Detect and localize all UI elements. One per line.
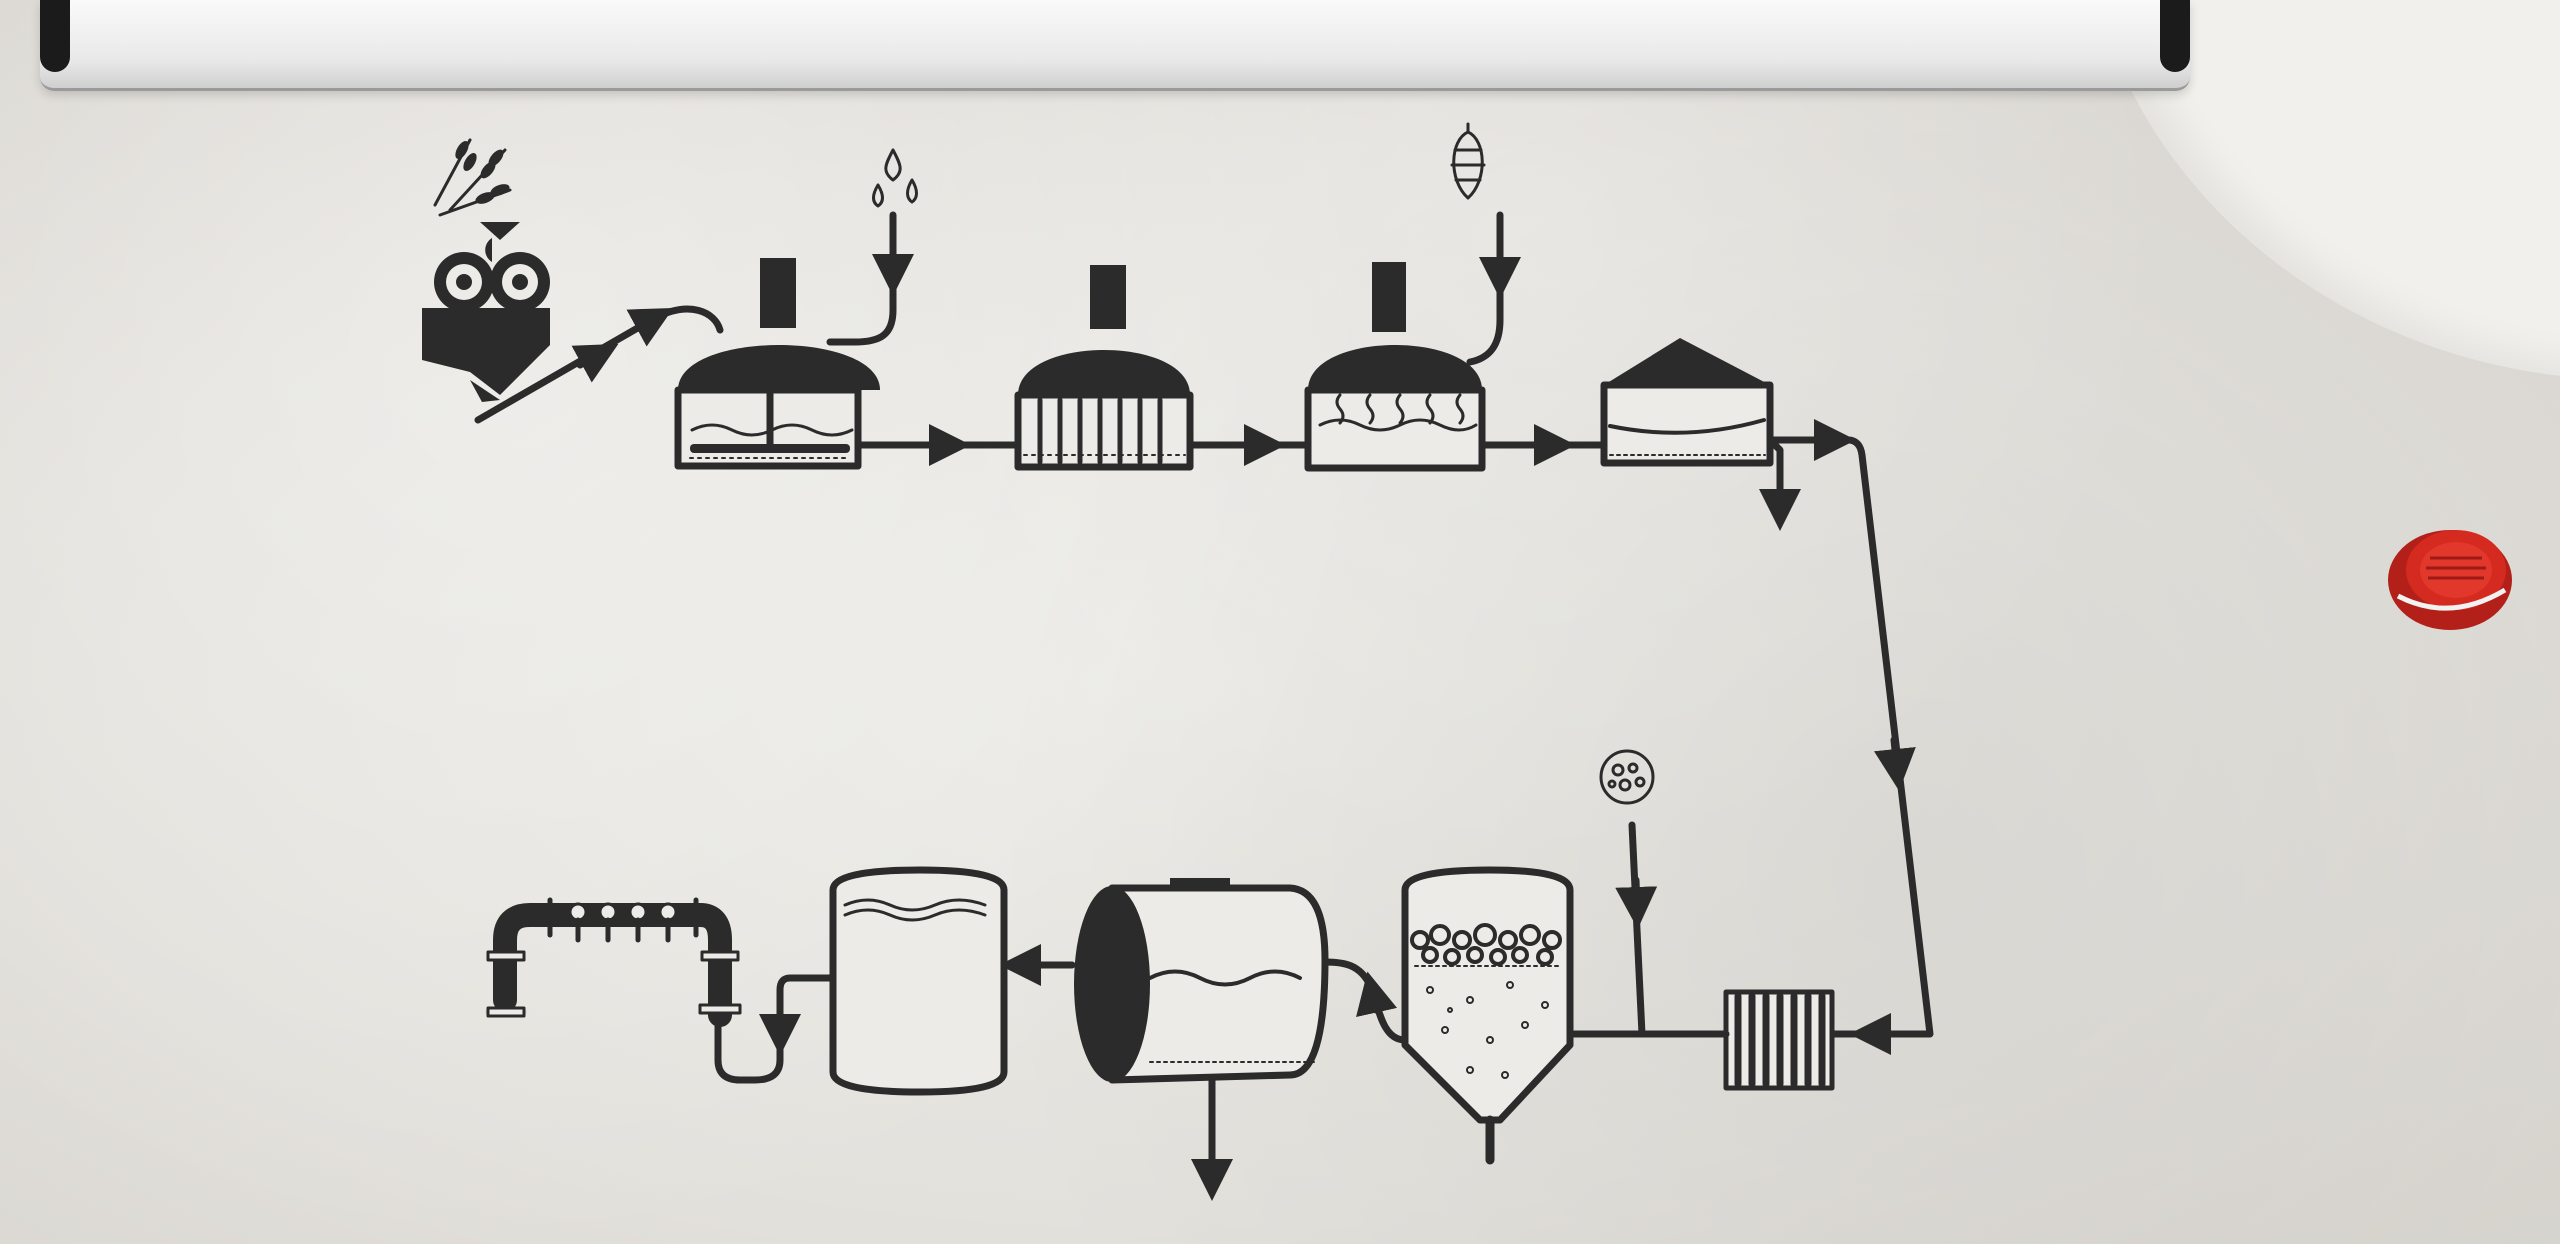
wheat-icon (433, 138, 512, 217)
bright-tank-icon (829, 866, 1008, 1096)
arrow-right-down (1874, 736, 1916, 791)
beer-tap-icon (485, 897, 742, 1027)
yeast-icon (1599, 749, 1655, 805)
fermentation-tank-icon (1401, 866, 1574, 1165)
lagering-tank-icon (1074, 878, 1329, 1084)
arrow-mill-to-mash (571, 343, 619, 383)
projector-screen (40, 0, 2190, 91)
grain-mill-icon (422, 222, 550, 402)
screen-end-cap-left (40, 0, 70, 72)
water-drops-icon (872, 148, 918, 208)
arrow-fermenter-up (1356, 971, 1398, 1018)
pipe-mill-to-mash (474, 305, 724, 424)
pipe-bright-to-tap (714, 974, 837, 1084)
arrow-yeast-down (1615, 876, 1658, 929)
heat-exchanger-icon (1723, 989, 1835, 1091)
lauter-tun-icon (1014, 265, 1194, 471)
screen-end-cap-right (2160, 0, 2190, 72)
pipe-water-to-mash (826, 211, 897, 346)
pipe-whirlpool-drain (1759, 436, 1801, 531)
hop-cone-icon (1450, 122, 1486, 200)
pipe-right-return (1828, 436, 1934, 1038)
wall-alarm-siren (2388, 530, 2512, 630)
brew-kettle-icon (1304, 262, 1486, 472)
whirlpool-tank-icon (1600, 338, 1774, 467)
pipe-fermenter-to-lagering (1321, 958, 1409, 1044)
mash-tun-icon (674, 258, 880, 470)
pipe-yeast-to-line (1628, 821, 1646, 1038)
pipe-hops-to-kettle (1466, 211, 1504, 366)
